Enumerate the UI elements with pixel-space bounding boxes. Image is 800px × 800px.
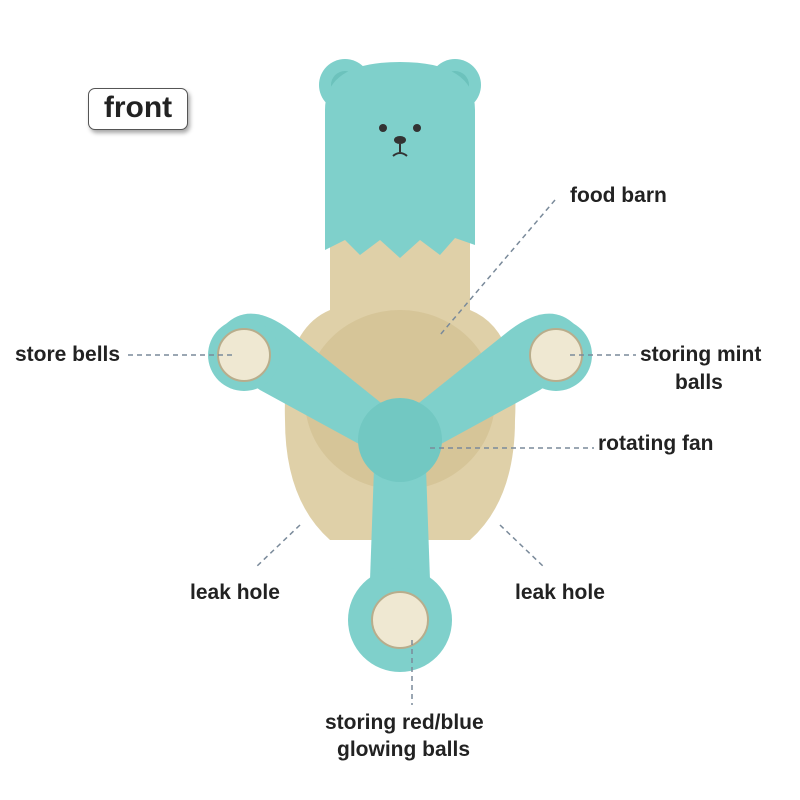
label-store-bells: store bells (15, 343, 121, 366)
leader-lines (128, 199, 636, 705)
label-glowing-1: storing red/blue (325, 711, 484, 734)
label-food-barn: food barn (570, 184, 667, 207)
label-leak-hole-right: leak hole (515, 581, 605, 604)
view-label: front (88, 88, 188, 130)
label-rotating-fan: rotating fan (598, 432, 714, 455)
ball-compartments (217, 328, 583, 649)
label-storing-mint-1: storing mint (640, 343, 762, 366)
bear-head (319, 59, 481, 258)
label-leak-hole-left: leak hole (190, 581, 280, 604)
label-storing-mint-2: balls (675, 371, 723, 394)
label-glowing-2: glowing balls (337, 738, 471, 761)
